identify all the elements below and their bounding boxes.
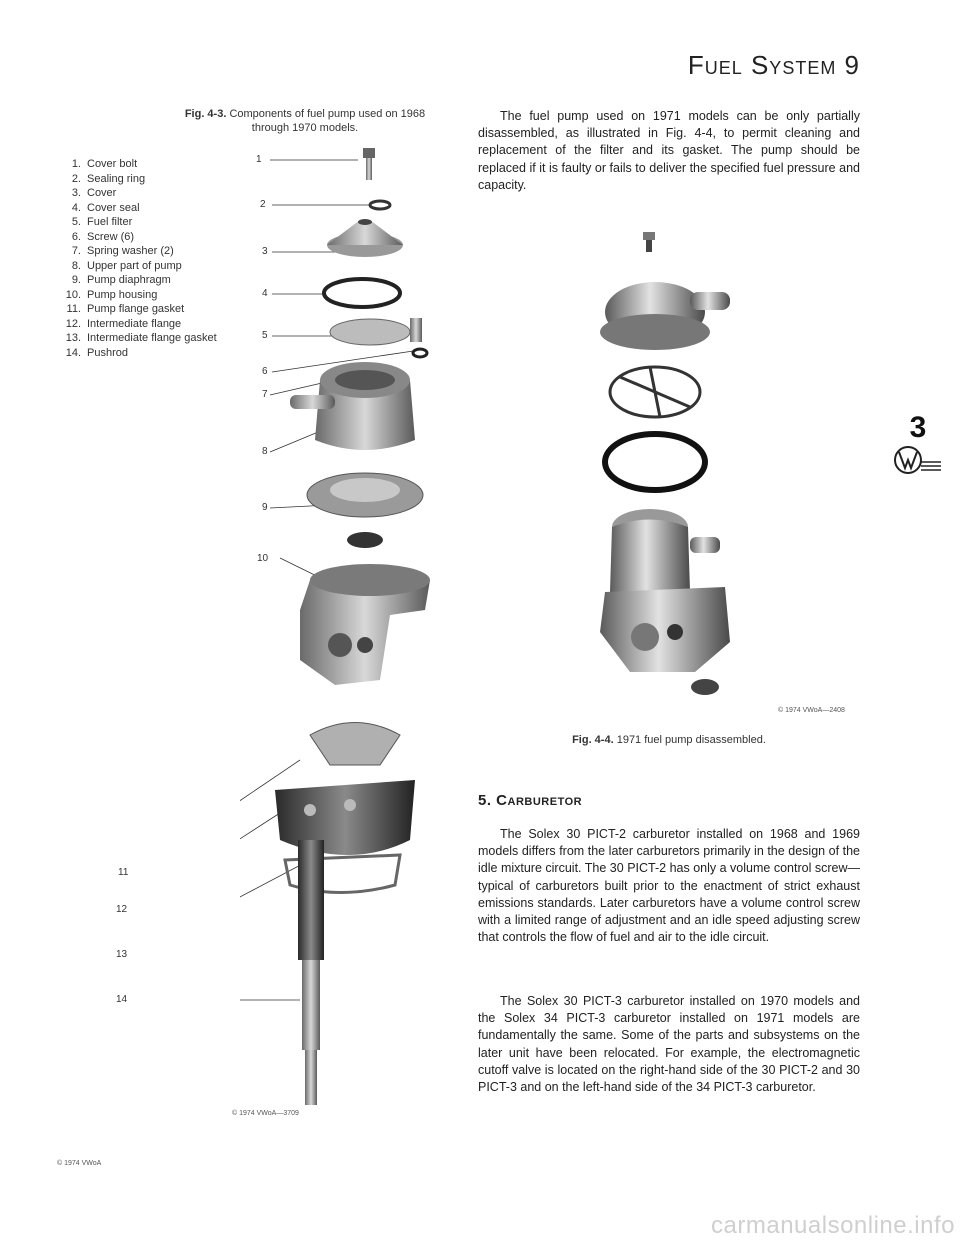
legend-item: 11.Pump flange gasket (66, 303, 185, 315)
watermark: carmanualsonline.info (711, 1212, 955, 1239)
callout-number: 13 (116, 949, 128, 960)
legend-item: 12.Intermediate flange (65, 317, 182, 330)
body-paragraph: The Solex 30 PICT-2 carburetor installed… (478, 827, 860, 945)
legend-item: 6.Screw (6) (71, 230, 135, 243)
callout-number: 11 (118, 867, 129, 878)
body-paragraph: The Solex 30 PICT-3 carburetor installed… (478, 994, 860, 1095)
callout-number: 12 (116, 904, 128, 915)
callout-number: 6 (262, 366, 268, 377)
callout-number: 2 (260, 199, 266, 210)
figure-3-label: Fig. 4-3. (184, 108, 227, 120)
chapter-number: 3 (909, 411, 927, 444)
callout-number: 4 (262, 288, 268, 299)
legend-item: 13.Intermediate flange gasket (65, 332, 217, 344)
callout-number: 5 (262, 330, 268, 341)
legend-item: 3.Cover (71, 187, 117, 199)
legend-item: 10.Pump housing (65, 288, 158, 301)
callout-number: 14 (116, 994, 128, 1005)
callout-number: 3 (262, 246, 268, 257)
footer-copyright: © 1974 VWoA (57, 1160, 102, 1167)
legend-item: 1.Cover bolt (71, 158, 138, 170)
vw-logo-icon (894, 446, 941, 474)
page-header-title: Fuel System 9 (687, 50, 860, 80)
legend-item: 5.Fuel filter (71, 216, 133, 228)
legend-item: 2.Sealing ring (71, 172, 146, 185)
exploded-fuel-pump-illustration (240, 148, 430, 1105)
callout-number: 7 (262, 389, 268, 400)
callout-number: 8 (262, 446, 268, 457)
figure-4-label: Fig. 4-4. (572, 734, 614, 746)
figure-3-copyright: © 1974 VWoA—3709 (232, 1110, 299, 1117)
figure-4-caption: Fig. 4-4. 1971 fuel pump disassembled. (478, 734, 860, 746)
legend-item: 14.Pushrod (65, 346, 128, 359)
figure-3-caption: Fig. 4-3. Components of fuel pump used o… (170, 107, 440, 135)
callout-number: 1 (256, 154, 262, 165)
legend-item: 8.Upper part of pump (71, 259, 182, 272)
fuel-pump-1971-illustration (600, 232, 730, 695)
legend-item: 9.Pump diaphragm (71, 274, 171, 286)
callout-number: 10 (257, 553, 269, 564)
chapter-tab: 3 (893, 412, 943, 483)
parts-legend: 1.Cover bolt 2.Sealing ring 3.Cover 4.Co… (55, 157, 217, 360)
callout-number: 9 (262, 502, 268, 513)
figure-4-caption-text: 1971 fuel pump disassembled. (616, 734, 766, 746)
legend-item: 4.Cover seal (71, 201, 140, 214)
intro-paragraph: The fuel pump used on 1971 models can be… (478, 109, 860, 192)
legend-item: 7.Spring washer (2) (71, 245, 174, 257)
section-heading: 5. Carburetor (478, 792, 583, 809)
figure-3-caption-text: Components of fuel pump used on 1968 thr… (229, 108, 426, 134)
figure-4-copyright: © 1974 VWoA—2408 (778, 707, 845, 714)
